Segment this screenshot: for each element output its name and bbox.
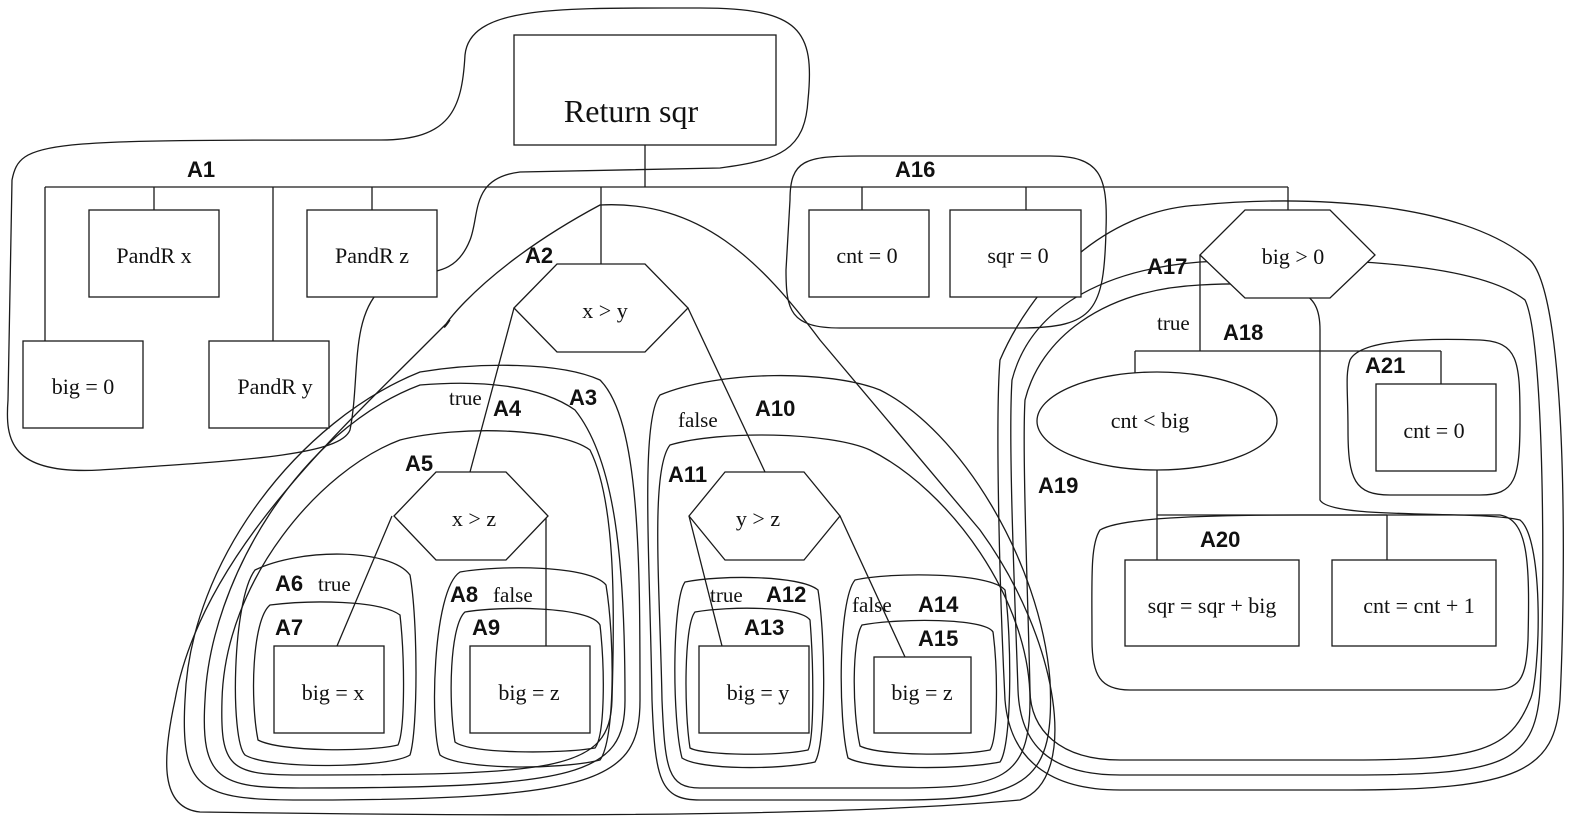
node-cnt-inc-label: cnt = cnt + 1 bbox=[1363, 593, 1475, 618]
edge-x-gt-z-true bbox=[336, 515, 393, 647]
region-a13-outline bbox=[685, 607, 814, 755]
edge-label-true-big-gt-0: true bbox=[1157, 311, 1190, 335]
edge-x-gt-y-true bbox=[469, 307, 515, 473]
node-cnt-lt-big: cnt < big bbox=[1036, 371, 1278, 471]
node-cnt-inc: cnt = cnt + 1 bbox=[1331, 559, 1497, 647]
region-a15-outline bbox=[853, 619, 998, 755]
region-label-a7: A7 bbox=[275, 615, 303, 640]
region-a17-outline bbox=[997, 200, 1564, 791]
region-a20-outline bbox=[1091, 514, 1530, 691]
region-label-a16: A16 bbox=[895, 157, 935, 182]
node-pandr-x: PandR x bbox=[88, 209, 220, 298]
region-label-a19: A19 bbox=[1038, 473, 1078, 498]
region-a10-outline bbox=[647, 374, 1052, 801]
node-pandr-z-label: PandR z bbox=[335, 243, 409, 268]
node-sqr-add: sqr = sqr + big bbox=[1124, 559, 1300, 647]
edge-label-false-y-gt-z: false bbox=[852, 593, 892, 617]
tree-connectors bbox=[44, 145, 1442, 658]
region-label-a4: A4 bbox=[493, 396, 522, 421]
region-a12-outline bbox=[674, 576, 825, 769]
region-label-a3: A3 bbox=[569, 385, 597, 410]
region-a11-outline bbox=[657, 434, 1031, 789]
edge-y-gt-z-true bbox=[688, 515, 723, 647]
node-y-gt-z-label: y > z bbox=[736, 506, 780, 531]
region-a18-outline bbox=[1010, 259, 1544, 776]
region-a5-outline bbox=[221, 430, 614, 776]
region-label-a12: A12 bbox=[766, 582, 806, 607]
node-y-gt-z: y > z bbox=[688, 471, 841, 561]
node-sqr0-label: sqr = 0 bbox=[987, 243, 1048, 268]
region-label-a9: A9 bbox=[472, 615, 500, 640]
region-label-a5: A5 bbox=[405, 451, 433, 476]
node-x-gt-z: x > z bbox=[393, 471, 549, 561]
node-x-gt-z-label: x > z bbox=[452, 506, 496, 531]
node-big-z-a: big = z bbox=[469, 645, 591, 734]
region-a14-outline bbox=[840, 574, 1011, 769]
edge-labels: true false true false true false true bbox=[318, 311, 1190, 617]
region-label-a21: A21 bbox=[1365, 353, 1405, 378]
region-a6-outline bbox=[234, 553, 417, 767]
node-big-x-label: big = x bbox=[302, 680, 365, 705]
node-big-y: big = y bbox=[698, 645, 810, 734]
region-label-a2: A2 bbox=[525, 243, 553, 268]
node-cnt0-a-label: cnt = 0 bbox=[836, 243, 897, 268]
edge-label-false-x-gt-y: false bbox=[678, 408, 718, 432]
node-x-gt-y: x > y bbox=[513, 263, 689, 353]
node-big-x: big = x bbox=[273, 645, 385, 734]
region-a3-outline bbox=[183, 364, 641, 801]
node-big-z-a-label: big = z bbox=[498, 680, 560, 705]
region-a2-outline bbox=[165, 204, 1056, 816]
region-label-a1: A1 bbox=[187, 157, 215, 182]
node-sqr0: sqr = 0 bbox=[949, 209, 1082, 298]
edge-y-gt-z-false bbox=[839, 515, 906, 658]
node-cnt0-b-label: cnt = 0 bbox=[1403, 418, 1464, 443]
region-label-a10: A10 bbox=[755, 396, 795, 421]
region-label-a18: A18 bbox=[1223, 320, 1263, 345]
node-pandr-z: PandR z bbox=[306, 209, 438, 298]
region-label-a8: A8 bbox=[450, 582, 478, 607]
region-label-a6: A6 bbox=[275, 571, 303, 596]
node-pandr-y-label: PandR y bbox=[237, 374, 312, 399]
node-big-gt-0-label: big > 0 bbox=[1262, 244, 1325, 269]
region-label-a13: A13 bbox=[744, 615, 784, 640]
node-return: Return sqr bbox=[513, 34, 777, 146]
region-a1-outline bbox=[6, 7, 811, 472]
node-big-z-b: big = z bbox=[873, 656, 972, 734]
node-big0-label: big = 0 bbox=[52, 374, 115, 399]
node-return-label: Return sqr bbox=[564, 93, 699, 129]
region-label-a14: A14 bbox=[918, 592, 959, 617]
region-outlines bbox=[6, 7, 1564, 816]
node-cnt0-a: cnt = 0 bbox=[808, 209, 930, 298]
node-big-gt-0: big > 0 bbox=[1199, 209, 1376, 299]
edge-label-false-x-gt-z: false bbox=[493, 583, 533, 607]
region-a4-outline bbox=[203, 382, 626, 789]
node-big-z-b-label: big = z bbox=[891, 680, 953, 705]
edge-label-true-x-gt-z: true bbox=[318, 572, 351, 596]
region-label-a11: A11 bbox=[668, 462, 707, 487]
node-big-y-label: big = y bbox=[727, 680, 790, 705]
region-a9-outline bbox=[450, 607, 604, 753]
region-a8-outline bbox=[433, 567, 613, 768]
node-sqr-add-label: sqr = sqr + big bbox=[1148, 593, 1277, 618]
edge-x-gt-y-false bbox=[687, 307, 766, 473]
region-label-a15: A15 bbox=[918, 626, 958, 651]
region-labels: A1 A2 A3 A4 A5 A6 A7 A8 A9 A10 A11 A12 A… bbox=[187, 157, 1405, 651]
node-cnt0-b: cnt = 0 bbox=[1375, 383, 1497, 472]
node-x-gt-y-label: x > y bbox=[582, 298, 627, 323]
region-a19-outline bbox=[1023, 283, 1539, 761]
node-pandr-x-label: PandR x bbox=[116, 243, 191, 268]
edge-label-true-y-gt-z: true bbox=[710, 583, 743, 607]
node-big0: big = 0 bbox=[22, 340, 144, 429]
region-a7-outline bbox=[252, 601, 405, 751]
node-pandr-y: PandR y bbox=[208, 340, 330, 429]
region-label-a17: A17 bbox=[1147, 254, 1187, 279]
region-label-a20: A20 bbox=[1200, 527, 1240, 552]
edge-label-true-x-gt-y: true bbox=[449, 386, 482, 410]
node-cnt-lt-big-label: cnt < big bbox=[1111, 408, 1189, 433]
region-a21-outline bbox=[1346, 338, 1521, 496]
